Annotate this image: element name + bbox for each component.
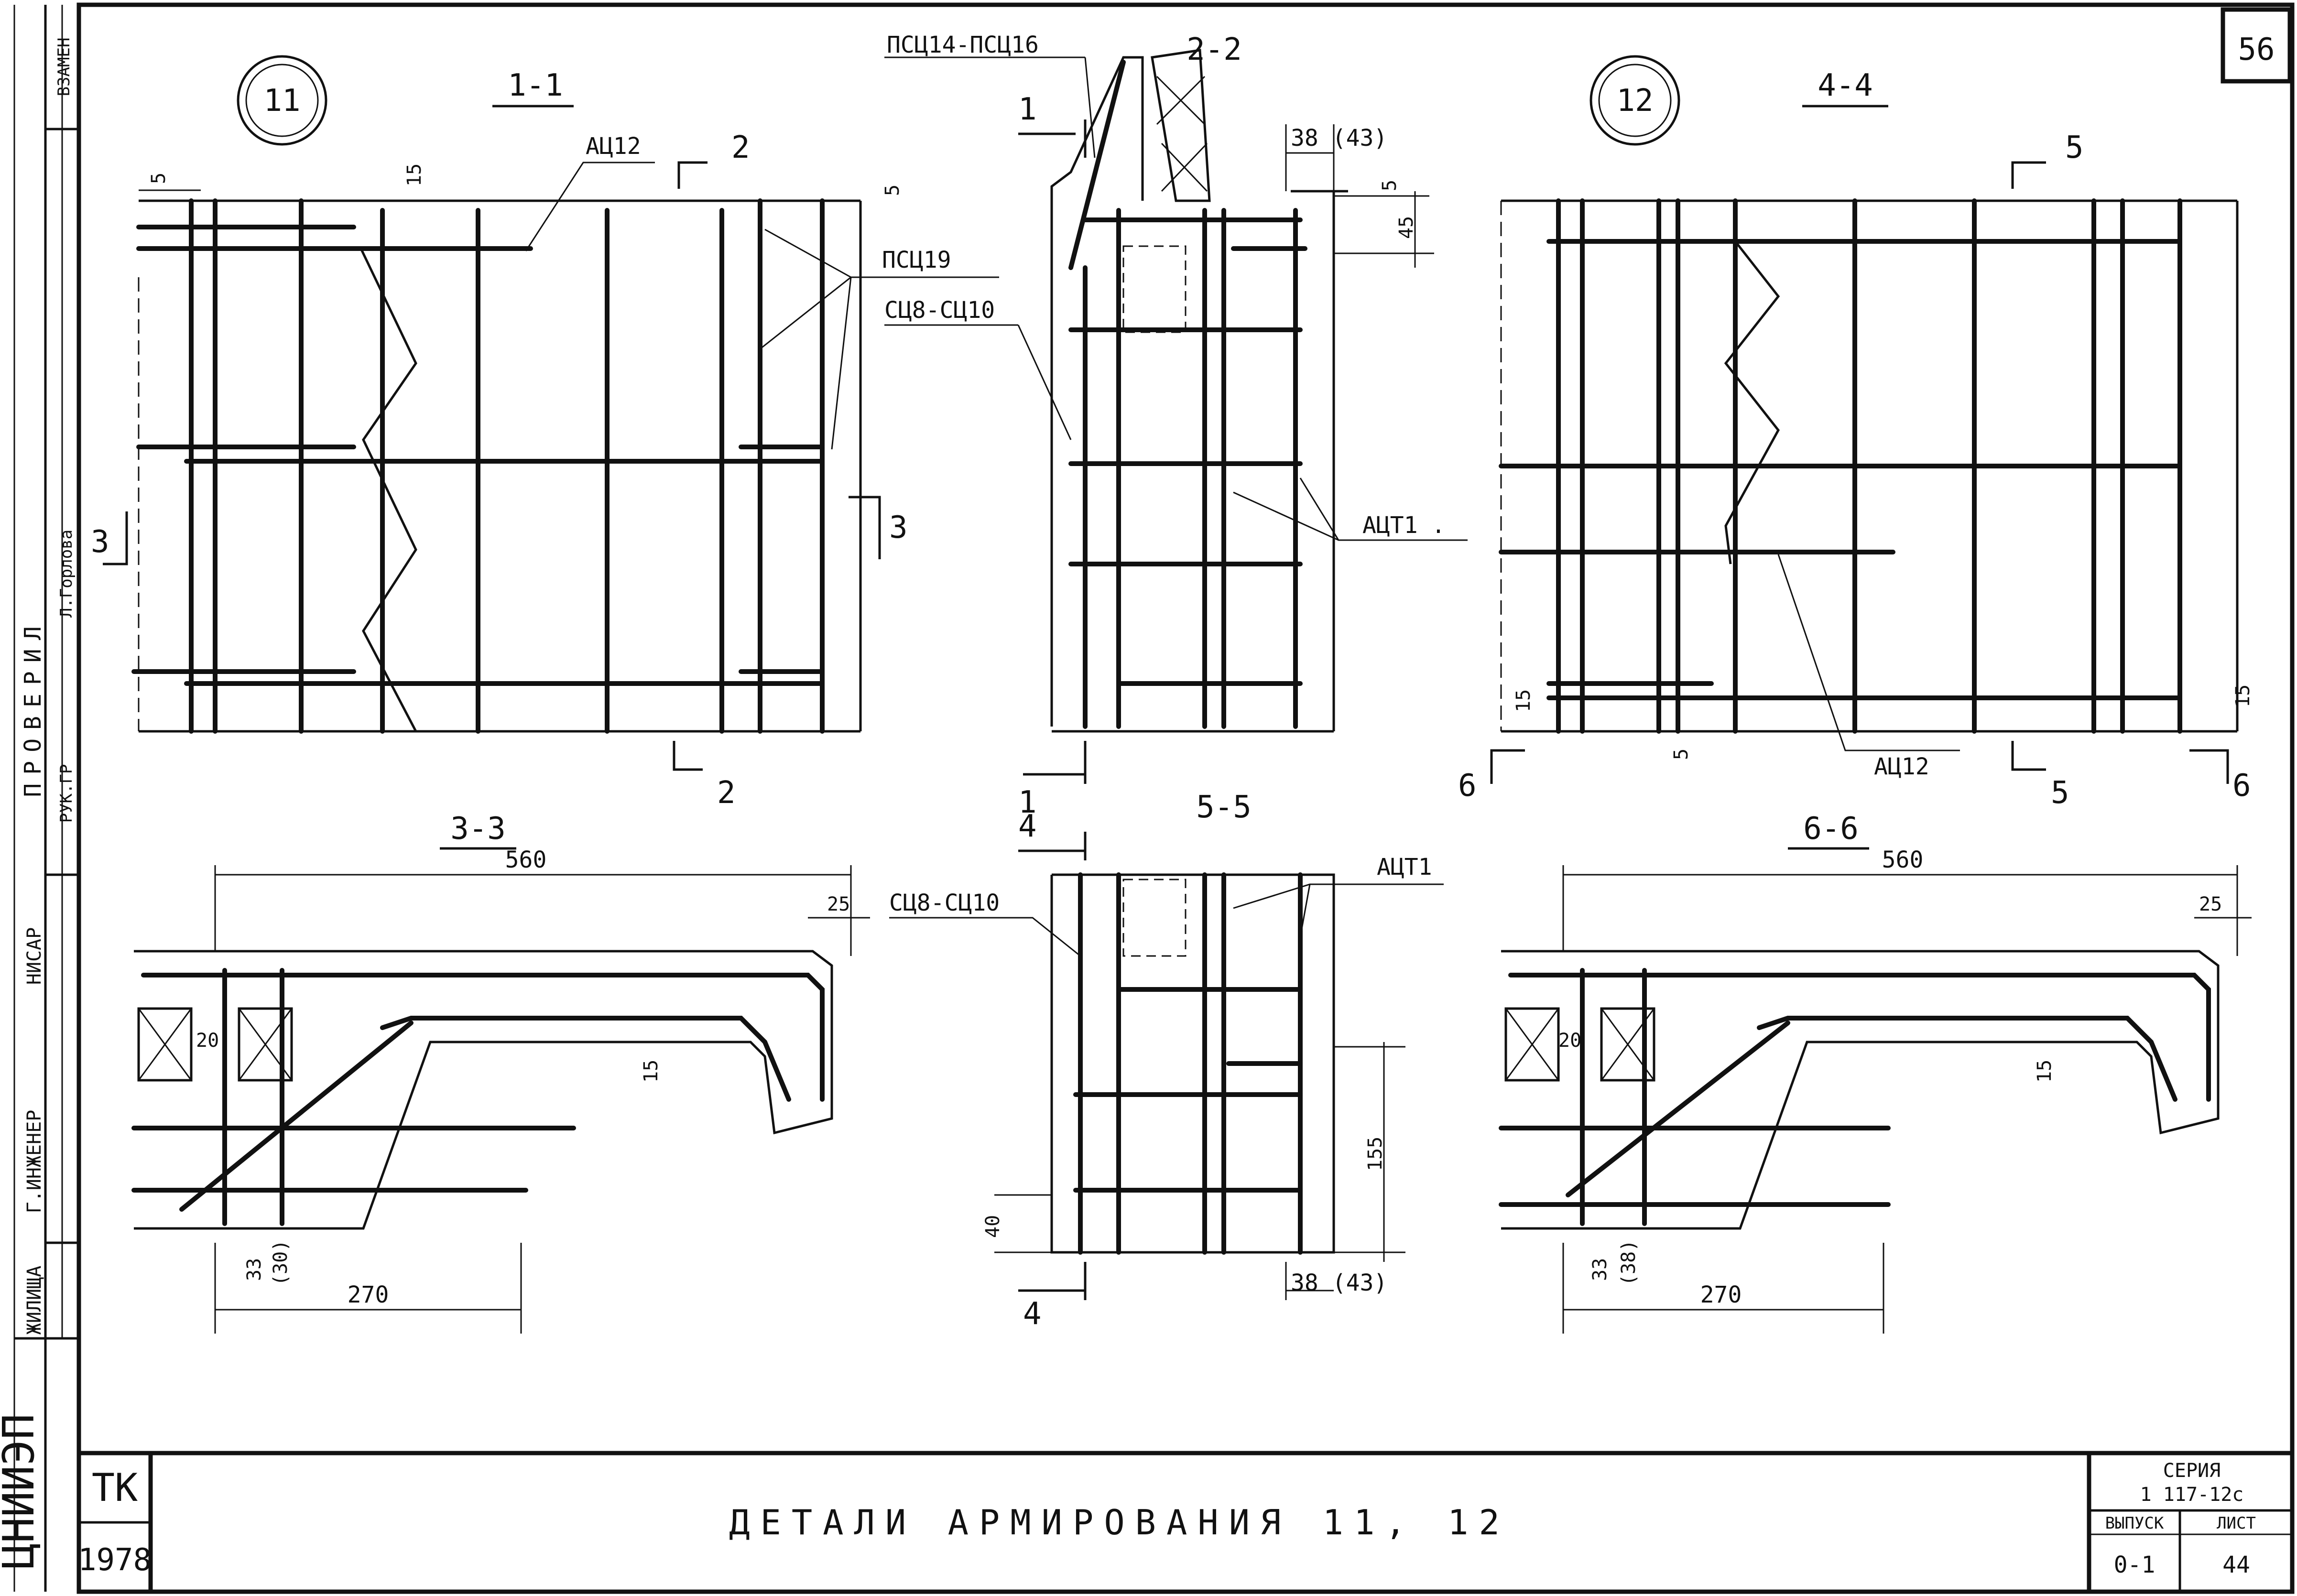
svg-text:11: 11 xyxy=(263,83,300,119)
view-title-4-4: 4-4 xyxy=(1818,68,1873,103)
insulation-block xyxy=(1151,49,1211,202)
dim-38-right: (38) xyxy=(1618,1240,1640,1286)
detail-11-marker: 11 xyxy=(237,55,327,146)
cut-4-bottom: 4 xyxy=(1023,1296,1042,1332)
detail-12-marker: 12 xyxy=(1589,55,1680,146)
view-title-3-3: 3-3 xyxy=(450,811,506,847)
dim-15-a: 15 xyxy=(403,163,425,186)
dim-5-d: 5 xyxy=(1670,749,1692,760)
cut-6-right: 6 xyxy=(2232,768,2251,803)
series-label: СЕРИЯ xyxy=(2163,1460,2221,1482)
label-pc19: ПСЦ19 xyxy=(882,247,951,273)
side-checker: Л.Горлова xyxy=(57,530,76,618)
cut-6-left: 6 xyxy=(1458,768,1477,803)
dim-15-b: 15 xyxy=(1513,689,1535,712)
dim-270-right: 270 xyxy=(1700,1281,1742,1308)
view-3-3: 560 25 20 15 270 33 (30) xyxy=(131,847,870,1334)
dim-40: 40 xyxy=(982,1215,1004,1238)
svg-text:12: 12 xyxy=(1616,83,1653,119)
side-proveril: ПРОВЕРИЛ xyxy=(20,618,46,797)
dim-15-c: 15 xyxy=(2232,684,2254,707)
side-gil: ЖИЛИЩА xyxy=(23,1266,45,1335)
insulation-section-left xyxy=(137,1007,293,1082)
sheet-value: 44 xyxy=(2222,1552,2250,1578)
cut-5-top: 5 xyxy=(2065,130,2084,165)
side-org: ЦНИИЭП xyxy=(0,1413,44,1569)
cut-1-top: 1 xyxy=(1018,92,1037,127)
dim-15-left: 15 xyxy=(640,1060,662,1083)
dim-25-right: 25 xyxy=(2199,893,2222,915)
cut-2-top: 2 xyxy=(731,130,750,165)
cut-3-left: 3 xyxy=(91,524,109,560)
view-5-5: СЦ8-СЦ10 АЦТ1 155 40 38 (43) 4 4 xyxy=(889,809,1444,1332)
dim-5-a: 5 xyxy=(148,173,170,184)
dim-45: 45 xyxy=(1395,216,1417,239)
view-title-2-2: 2-2 xyxy=(1187,32,1242,67)
dim-5-b: 5 xyxy=(882,185,904,196)
label-ac12-top: АЦ12 xyxy=(586,133,641,160)
stamp-tk: ТК xyxy=(92,1466,138,1510)
dim-15-right: 15 xyxy=(2034,1060,2056,1083)
side-ingener: Г.ИНЖЕНЕР xyxy=(23,1110,45,1214)
dim-560-right: 560 xyxy=(1882,847,1924,873)
sheet-frame xyxy=(76,2,2295,1594)
view-6-6: 560 25 20 15 270 33 (38) xyxy=(1499,847,2252,1334)
side-ruk-gr: РУК.ГР xyxy=(57,764,76,823)
page-number: 56 xyxy=(2238,32,2275,67)
dim-560-left: 560 xyxy=(505,847,547,873)
dim-5-c: 5 xyxy=(1379,180,1401,191)
side-nikisar: НИСАР xyxy=(23,927,45,985)
label-sc8-sc10-top: СЦ8-СЦ10 xyxy=(884,297,995,324)
dim-270-left: 270 xyxy=(348,1281,389,1308)
cut-3-right: 3 xyxy=(889,510,908,545)
sheet-title: ДЕТАЛИ АРМИРОВАНИЯ 11, 12 xyxy=(729,1502,1510,1542)
dim-20-left: 20 xyxy=(196,1030,219,1052)
view-title-6-6: 6-6 xyxy=(1803,811,1859,847)
cut-2-bottom: 2 xyxy=(717,775,736,811)
view-title-5-5: 5-5 xyxy=(1196,790,1252,825)
insulation-section-right xyxy=(1504,1007,1655,1082)
label-act1-a: АЦТ1 . xyxy=(1362,512,1445,539)
view-title-1-1: 1-1 xyxy=(508,68,563,103)
series-value: 1 117-12с xyxy=(2140,1484,2244,1506)
view-1-1: 5 15 5 АЦ12 ПСЦ19 2 2 3 3 xyxy=(91,130,999,811)
dim-33-left: 33 xyxy=(243,1258,265,1281)
issue-label: ВЫПУСК xyxy=(2105,1514,2164,1533)
cut-1-bottom: 1 xyxy=(1018,785,1037,820)
dim-38-43-top: 38 (43) xyxy=(1291,125,1387,152)
stamp-year: 1978 xyxy=(78,1542,152,1578)
label-pc14-pc16: ПСЦ14-ПСЦ16 xyxy=(887,32,1039,58)
cut-5-bottom: 5 xyxy=(2051,775,2069,811)
view-4-4: АЦ12 5 5 6 6 15 5 15 xyxy=(1458,130,2254,811)
dim-20-right: 20 xyxy=(1558,1030,1581,1052)
side-vzamen: ВЗАМЕН xyxy=(54,38,74,97)
cut-4-top: 4 xyxy=(1018,809,1037,844)
view-2-2: ПСЦ14-ПСЦ16 СЦ8-СЦ10 АЦТ1 . 38 (43) 5 45… xyxy=(884,32,1468,820)
dim-38-43-bottom: 38 (43) xyxy=(1291,1270,1387,1296)
dim-155: 155 xyxy=(1364,1137,1386,1171)
label-sc8-sc10-bottom: СЦ8-СЦ10 xyxy=(889,890,1000,916)
issue-value: 0-1 xyxy=(2114,1552,2155,1578)
dim-25-left: 25 xyxy=(827,893,850,915)
label-act1-b: АЦТ1 xyxy=(1377,854,1432,880)
dim-33-right: 33 xyxy=(1589,1258,1611,1281)
dim-30-left: (30) xyxy=(270,1240,292,1286)
page-number-box xyxy=(2221,7,2292,84)
sheet-label: ЛИСТ xyxy=(2217,1514,2256,1533)
label-ac12-right: АЦ12 xyxy=(1874,753,1929,780)
